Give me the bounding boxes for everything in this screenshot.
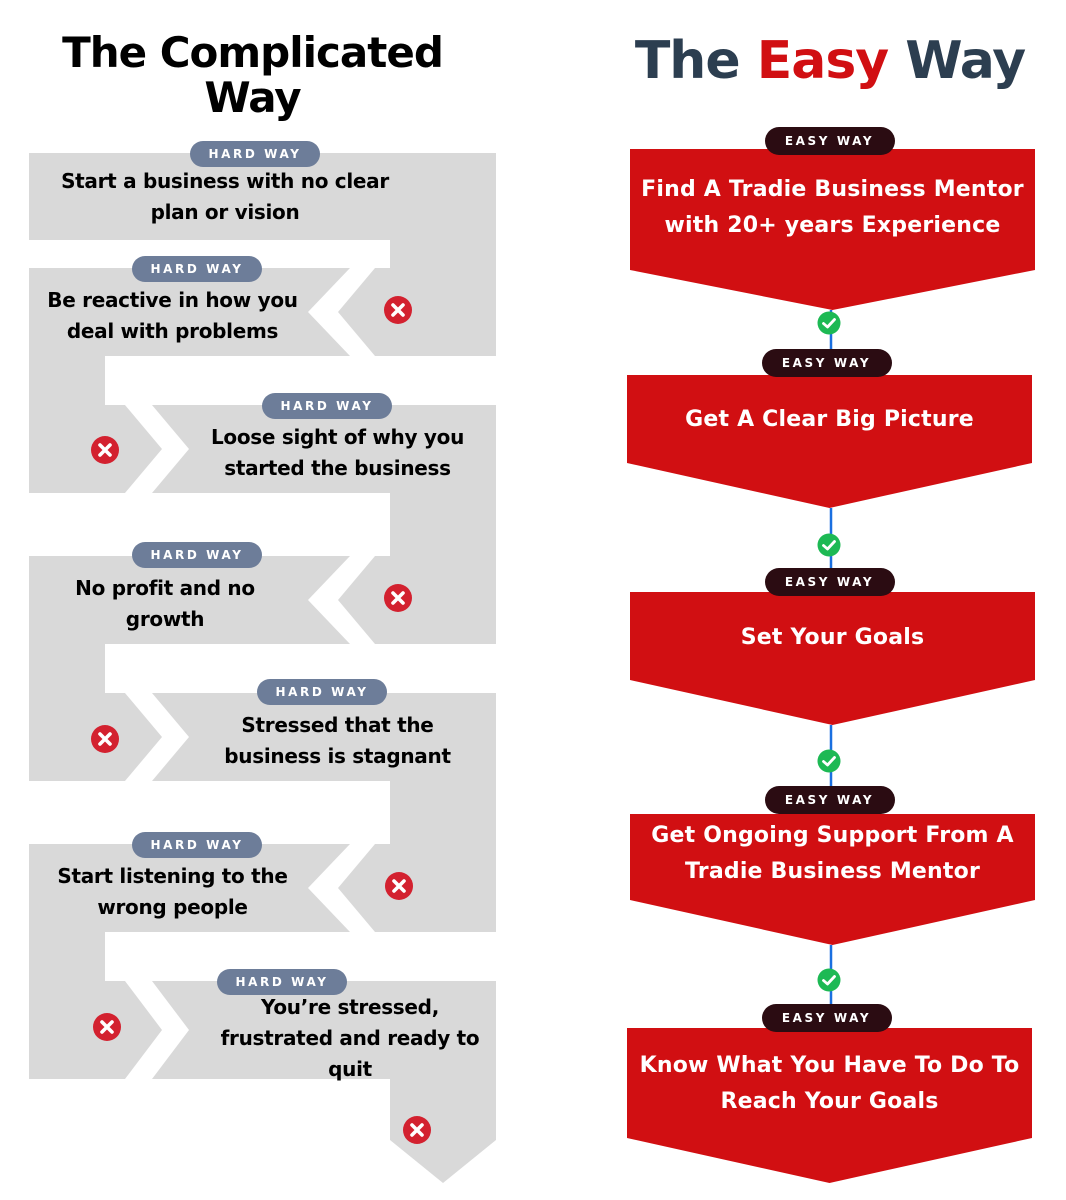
hard-step-text: Be reactive in how you deal with problem… xyxy=(47,288,298,343)
easy-step-text: Set Your Goals xyxy=(740,625,925,650)
easy-step-box xyxy=(630,814,1035,945)
x-circle-icon xyxy=(383,583,413,613)
hard-way-badge: HARD WAY xyxy=(257,679,387,705)
hard-arrow-block xyxy=(338,556,496,644)
easy-way-badge: EASY WAY xyxy=(761,1004,892,1032)
complicated-way-title: The Complicated Way xyxy=(62,28,444,122)
title-accent: Easy xyxy=(756,31,889,91)
easy-way-badge: EASY WAY xyxy=(764,568,895,596)
easy-step-text: Get Ongoing Support From A Tradie Busine… xyxy=(651,823,1014,884)
x-circle-icon xyxy=(384,871,414,901)
hard-arrow-block xyxy=(338,268,496,356)
easy-way-badge: EASY WAY xyxy=(761,349,892,377)
hard-way-badge: HARD WAY xyxy=(262,393,392,419)
hard-way-badge: HARD WAY xyxy=(132,832,262,858)
hard-connector xyxy=(390,781,496,844)
check-circle-icon xyxy=(817,749,841,773)
hard-way-badge: HARD WAY xyxy=(132,256,262,282)
check-circle-icon xyxy=(817,533,841,557)
hard-way-badge: HARD WAY xyxy=(132,542,262,568)
x-circle-icon xyxy=(92,1012,122,1042)
easy-way-badge: EASY WAY xyxy=(764,786,895,814)
hard-step-text: You’re stressed, frustrated and ready to… xyxy=(220,994,480,1081)
easy-way-title: The Easy Way xyxy=(620,30,1040,92)
hard-connector xyxy=(390,240,496,268)
hard-connector xyxy=(29,932,105,981)
title-suffix: Way xyxy=(888,31,1026,91)
x-circle-icon xyxy=(383,295,413,325)
hard-arrow-block xyxy=(338,844,496,932)
hard-step-box xyxy=(29,268,350,356)
hard-step-box xyxy=(152,405,496,493)
hard-step-box xyxy=(152,693,496,781)
hard-step-box xyxy=(29,556,350,644)
x-circle-icon xyxy=(90,724,120,754)
hard-end-arrow xyxy=(390,1079,496,1183)
check-circle-icon xyxy=(817,311,841,335)
hard-step-text: Start listening to the wrong people xyxy=(57,864,288,919)
hard-step-box xyxy=(29,844,350,932)
easy-step-box xyxy=(627,375,1032,508)
hard-step-box xyxy=(29,153,496,240)
easy-step-text: Get A Clear Big Picture xyxy=(685,407,974,432)
title-prefix: The xyxy=(634,31,757,91)
hard-step-text: Start a business with no clear plan or v… xyxy=(61,169,389,224)
x-circle-icon xyxy=(402,1115,432,1145)
easy-step-text: Know What You Have To Do To Reach Your G… xyxy=(639,1053,1020,1114)
easy-way-badge: EASY WAY xyxy=(764,127,895,155)
hard-step-text: No profit and no growth xyxy=(75,576,255,631)
hard-connector xyxy=(390,493,496,556)
easy-step-box xyxy=(630,149,1035,310)
easy-step-text: Find A Tradie Business Mentor with 20+ y… xyxy=(641,177,1024,238)
x-circle-icon xyxy=(90,435,120,465)
hard-connector xyxy=(29,644,105,693)
hard-way-badge: HARD WAY xyxy=(190,141,320,167)
hard-connector xyxy=(29,356,105,405)
hard-step-text: Stressed that the business is stagnant xyxy=(224,713,451,768)
check-circle-icon xyxy=(817,968,841,992)
easy-step-box xyxy=(630,592,1035,725)
hard-step-text: Loose sight of why you started the busin… xyxy=(210,425,465,480)
easy-step-box xyxy=(627,1028,1032,1183)
hard-way-badge: HARD WAY xyxy=(217,969,347,995)
hard-step-box xyxy=(152,981,496,1079)
